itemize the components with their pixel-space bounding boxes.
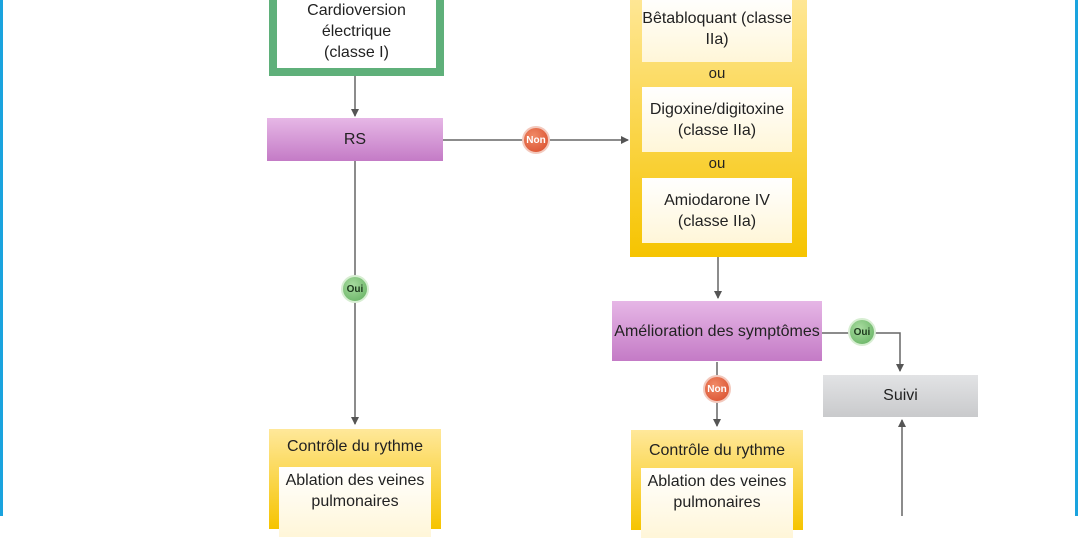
- controle-left-title: Contrôle du rythme: [286, 438, 424, 455]
- suivi-box: Suivi: [823, 375, 978, 417]
- controle-left-line-2: pulmonaires: [311, 493, 399, 510]
- amiodarone-box: Amiodarone IV (classe IIa): [642, 178, 792, 243]
- rs-box: RS: [267, 118, 443, 161]
- betabloquant-line-1: Bêtabloquant: [642, 10, 737, 27]
- frame-border-right: [1075, 0, 1078, 516]
- cardioversion-box: Cardioversion électrique (classe I): [269, 0, 444, 76]
- ou-label-1: ou: [708, 65, 726, 82]
- digoxine-text: Digoxine/digitoxine (classe IIa): [642, 99, 792, 141]
- frame-border-left: [0, 0, 3, 516]
- digoxine-line-2: (classe IIa): [677, 121, 757, 139]
- amelioration-box: Amélioration des symptômes: [612, 301, 822, 361]
- badge-oui-amelioration: Oui: [848, 318, 876, 346]
- badge-oui-rs: Oui: [341, 275, 369, 303]
- cardioversion-line-2: électrique: [321, 22, 392, 40]
- betabloquant-text: Bêtabloquant (classe IIa): [642, 8, 792, 50]
- controle-right-line-1: Ablation des veines: [647, 473, 787, 490]
- amelioration-line-2: des symptômes: [707, 322, 820, 340]
- betabloquant-box: Bêtabloquant (classe IIa): [642, 0, 792, 62]
- cardioversion-inner: Cardioversion électrique (classe I): [277, 0, 436, 68]
- digoxine-box: Digoxine/digitoxine (classe IIa): [642, 87, 792, 152]
- suivi-label: Suivi: [883, 387, 918, 404]
- amiodarone-line-1: Amiodarone IV: [664, 191, 770, 209]
- digoxine-line-1: Digoxine/digitoxine: [649, 100, 785, 118]
- controle-right-panel: Contrôle du rythme Ablation des veines p…: [631, 430, 803, 538]
- amelioration-line-1: Amélioration: [614, 322, 704, 340]
- cardioversion-line-3: (classe I): [324, 43, 389, 61]
- badge-non-rs: Non: [522, 126, 550, 154]
- controle-left-text: Ablation des veines pulmonaires: [279, 470, 431, 512]
- betabloquant-line-2: (classe IIa): [705, 10, 792, 48]
- cardioversion-line-1: Cardioversion: [307, 1, 406, 19]
- rs-label: RS: [343, 130, 367, 148]
- controle-right-inner: Ablation des veines pulmonaires: [641, 468, 793, 538]
- controle-right-text: Ablation des veines pulmonaires: [641, 471, 793, 513]
- amiodarone-line-2: (classe IIa): [677, 212, 757, 230]
- cardioversion-text: Cardioversion électrique (classe I): [307, 0, 406, 63]
- controle-left-inner: Ablation des veines pulmonaires: [279, 467, 431, 537]
- ou-label-2: ou: [708, 155, 726, 172]
- controle-right-line-2: pulmonaires: [673, 494, 761, 511]
- amiodarone-text: Amiodarone IV (classe IIa): [642, 190, 792, 232]
- badge-non-amelioration: Non: [703, 375, 731, 403]
- amelioration-text: Amélioration des symptômes: [614, 321, 819, 342]
- controle-left-line-1: Ablation des veines: [285, 472, 425, 489]
- connector-layer: [351, 76, 906, 516]
- controle-right-title: Contrôle du rythme: [648, 442, 786, 459]
- controle-left-panel: Contrôle du rythme Ablation des veines p…: [269, 429, 441, 537]
